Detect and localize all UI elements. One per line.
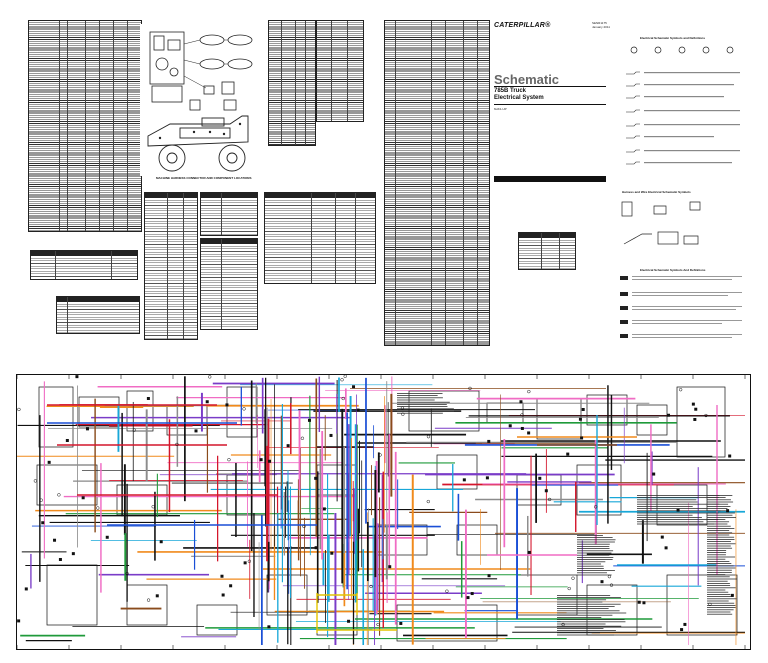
legend-table-small-a	[30, 250, 138, 280]
connector-table-4	[264, 192, 376, 284]
connector-table-3	[200, 238, 258, 330]
component-table-mid-top-b	[316, 20, 364, 122]
connector-table-1	[144, 192, 198, 340]
cover-bar	[494, 176, 606, 182]
parts-list-sheet	[28, 20, 142, 240]
harness-heading: Harness and Wire Electrical Schematic Sy…	[622, 190, 691, 194]
cover-subtitle-2: Electrical System	[494, 95, 544, 101]
symbols-sheet	[614, 30, 754, 350]
doc-date: January 2011	[592, 25, 610, 29]
doc-code: SENR1175	[592, 21, 607, 25]
abbrev-heading: Electrical Schematic Symbols And Definit…	[640, 268, 706, 272]
title-rule	[494, 86, 606, 87]
serial-range: 6HK1-UP	[494, 107, 507, 111]
subtitle-rule	[494, 104, 606, 105]
component-table-left	[28, 20, 142, 232]
symbols-heading: Electrical Schematic Symbols and Definit…	[640, 36, 706, 40]
cover-subtitle-1: 785B Truck	[494, 88, 527, 94]
cover-page	[490, 16, 614, 202]
location-caption: MACHINE HARNESS CONNECTOR AND COMPONENT …	[156, 176, 252, 180]
electrical-schematic	[16, 374, 751, 650]
wire-color-table	[518, 232, 576, 270]
symbols-graphics	[620, 46, 742, 338]
cover-title: Schematic	[494, 72, 560, 87]
component-table-mid-top	[268, 20, 316, 146]
long-component-table	[384, 20, 490, 346]
machine-location-illustration	[140, 24, 264, 176]
legend-table-small-b	[56, 296, 140, 334]
connector-table-2	[200, 192, 258, 236]
caterpillar-logo: CATERPILLAR®	[494, 22, 551, 29]
